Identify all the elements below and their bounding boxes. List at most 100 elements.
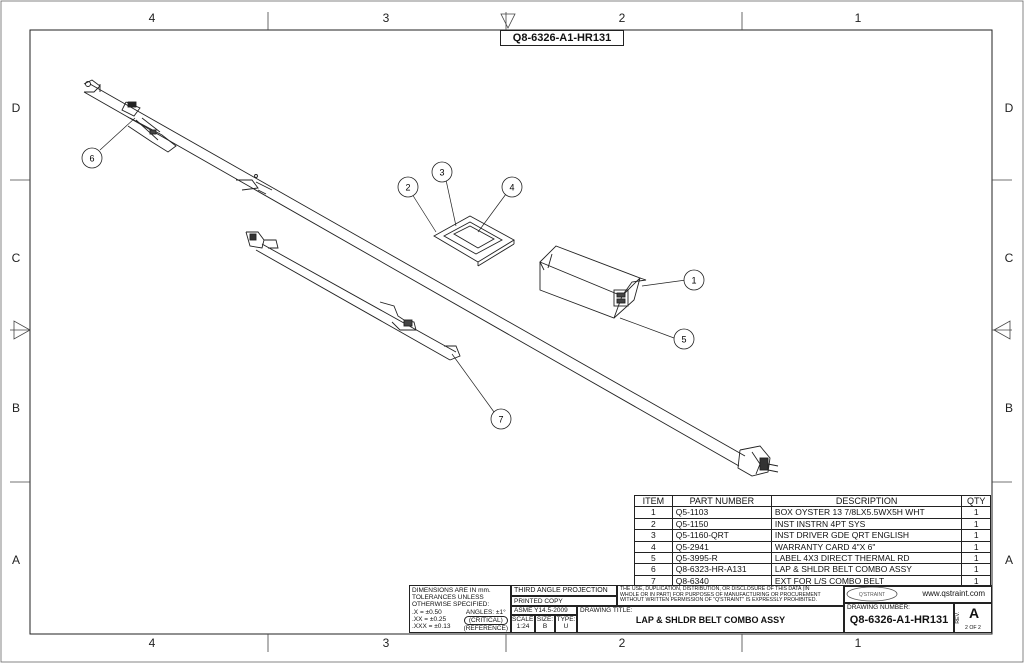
zone-column-bottom-3: 1 — [855, 636, 862, 650]
zone-column-bottom-0: 4 — [149, 636, 156, 650]
type-value: U — [563, 623, 569, 631]
instruction-packet — [433, 215, 515, 267]
zone-column-top-2: 2 — [619, 11, 626, 25]
rev-value: A — [969, 605, 980, 621]
zone-ticks — [10, 12, 1012, 652]
zone-row-right-0: D — [1005, 101, 1014, 115]
scale-value: 1:24 — [516, 623, 530, 631]
bom-header-row: ITEM PART NUMBER DESCRIPTION QTY — [634, 494, 991, 508]
angles: ANGLES: ±1° — [465, 608, 506, 616]
centering-marks — [13, 13, 1011, 340]
printed-copy-cell: PRINTED COPY UNCONTROLLED — [511, 596, 617, 606]
zone-row-right-2: B — [1005, 401, 1013, 415]
bom-cell-qty: 1 — [961, 563, 991, 576]
logo-cell: www.qstraint.com — [844, 585, 992, 603]
critical-note: (CRITICAL) — [463, 615, 508, 626]
bom-header-description: DESCRIPTION — [770, 494, 963, 508]
bom-cell-qty: 1 — [961, 506, 991, 519]
balloon-circle-3 — [431, 161, 453, 183]
balloon-1: 1 — [691, 276, 696, 286]
zone-column-top-1: 3 — [383, 11, 390, 25]
bom-cell-part-number: Q5-1150 — [671, 517, 772, 531]
notice-line-2: WHOLE OR IN PART) FOR PURPOSES OF MANUFA… — [620, 591, 821, 598]
drawing-title-label: DRAWING TITLE: — [580, 607, 633, 614]
balloon-7: 7 — [498, 415, 503, 425]
bom-cell-item: 4 — [634, 540, 673, 554]
bom-cell-qty: 1 — [961, 517, 991, 531]
balloon-circle-2 — [397, 176, 419, 198]
reference-note: (REFERENCE) — [463, 625, 508, 633]
sheet-number: 2 OF 2 — [965, 625, 981, 631]
bom-cell-description: INST DRIVER GDE QRT ENGLISH — [770, 529, 963, 542]
bom-cell-item: 1 — [634, 506, 673, 519]
balloon-4: 4 — [509, 183, 514, 193]
extension-belt — [245, 231, 461, 361]
drawing-number-cell: DRAWING NUMBER: Q8-6326-A1-HR131 — [844, 603, 954, 633]
rev-label: REV. — [955, 612, 961, 624]
lap-shoulder-belt-assembly — [83, 79, 779, 477]
bom-cell-qty: 1 — [961, 552, 991, 565]
size-value: B — [542, 623, 548, 631]
dims-title: DIMENSIONS ARE IN mm. — [412, 587, 491, 594]
bom-header-item: ITEM — [634, 494, 673, 508]
zone-row-left-1: C — [12, 251, 21, 265]
zone-column-bottom-2: 2 — [619, 636, 626, 650]
balloon-circle-6 — [81, 147, 103, 169]
bom-cell-description: WARRANTY CARD 4"X 6" — [770, 540, 963, 554]
tolerance-xx: .XX = ±0.25 — [412, 615, 447, 623]
bom-header-qty: QTY — [961, 494, 991, 508]
size-label: SIZE: — [536, 616, 554, 623]
notice-line-3: WITHOUT WRITTEN PERMISSION OF "Q'STRAINT… — [620, 597, 817, 604]
drawing-number: Q8-6326-A1-HR131 — [849, 614, 949, 627]
bom-cell-description: LABEL 4X3 DIRECT THERMAL RD — [770, 552, 963, 565]
drawing-title-cell: DRAWING TITLE: LAP & SHLDR BELT COMBO AS… — [577, 606, 844, 633]
balloon-circle-1 — [683, 269, 705, 291]
bom-cell-part-number: Q5-2941 — [671, 540, 772, 554]
balloon-6: 6 — [89, 154, 94, 164]
bom-cell-qty: 1 — [961, 529, 991, 542]
bom-cell-item: 6 — [634, 563, 673, 576]
bom-cell-description: INST INSTRN 4PT SYS — [770, 517, 963, 531]
bom-cell-qty: 1 — [961, 540, 991, 554]
tolerance-x: .X = ±0.50 — [412, 608, 442, 616]
type-label: TYPE: — [556, 616, 576, 623]
projection-cell: THIRD ANGLE PROJECTION — [511, 585, 617, 596]
balloon-circle-4 — [501, 176, 523, 198]
balloon-5: 5 — [681, 335, 686, 345]
bom-cell-item: 5 — [634, 552, 673, 565]
type-cell: TYPE: U — [555, 615, 577, 633]
zone-column-bottom-1: 3 — [383, 636, 390, 650]
notice-line-1: THE USE, DUPLICATION, DISTRIBUTION, OR D… — [620, 586, 810, 592]
size-cell: SIZE: B — [535, 615, 555, 633]
tolerance-block: DIMENSIONS ARE IN mm. TOLERANCES UNLESS … — [409, 585, 511, 633]
leader-lines — [99, 117, 687, 413]
zone-row-right-3: A — [1005, 553, 1013, 567]
proprietary-notice: THE USE, DUPLICATION, DISTRIBUTION, OR D… — [617, 585, 844, 606]
balloon-circle-7 — [490, 408, 512, 430]
website: www.qstraint.com — [922, 589, 985, 598]
bom-cell-part-number: Q5-1160-QRT — [671, 529, 772, 542]
drawing-number-label: DRAWING NUMBER: — [847, 604, 910, 611]
scale-label: SCALE: — [512, 616, 535, 623]
zone-row-left-2: B — [12, 401, 20, 415]
balloon-circle-5 — [673, 328, 695, 350]
tolerance-xxx: .XXX = ±0.13 — [412, 623, 451, 631]
bom-cell-description: LAP & SHLDR BELT COMBO ASSY — [770, 563, 963, 576]
zone-row-left-0: D — [12, 101, 21, 115]
svg-text:Q'STRAINT: Q'STRAINT — [859, 592, 885, 598]
zone-column-top-3: 1 — [855, 11, 862, 25]
bom-cell-part-number: Q5-1103 — [671, 506, 772, 519]
drawing-number-header: Q8-6326-A1-HR131 — [500, 30, 624, 46]
balloon-3: 3 — [439, 168, 444, 178]
bom-cell-item: 2 — [634, 517, 673, 531]
bom-cell-item: 3 — [634, 529, 673, 542]
